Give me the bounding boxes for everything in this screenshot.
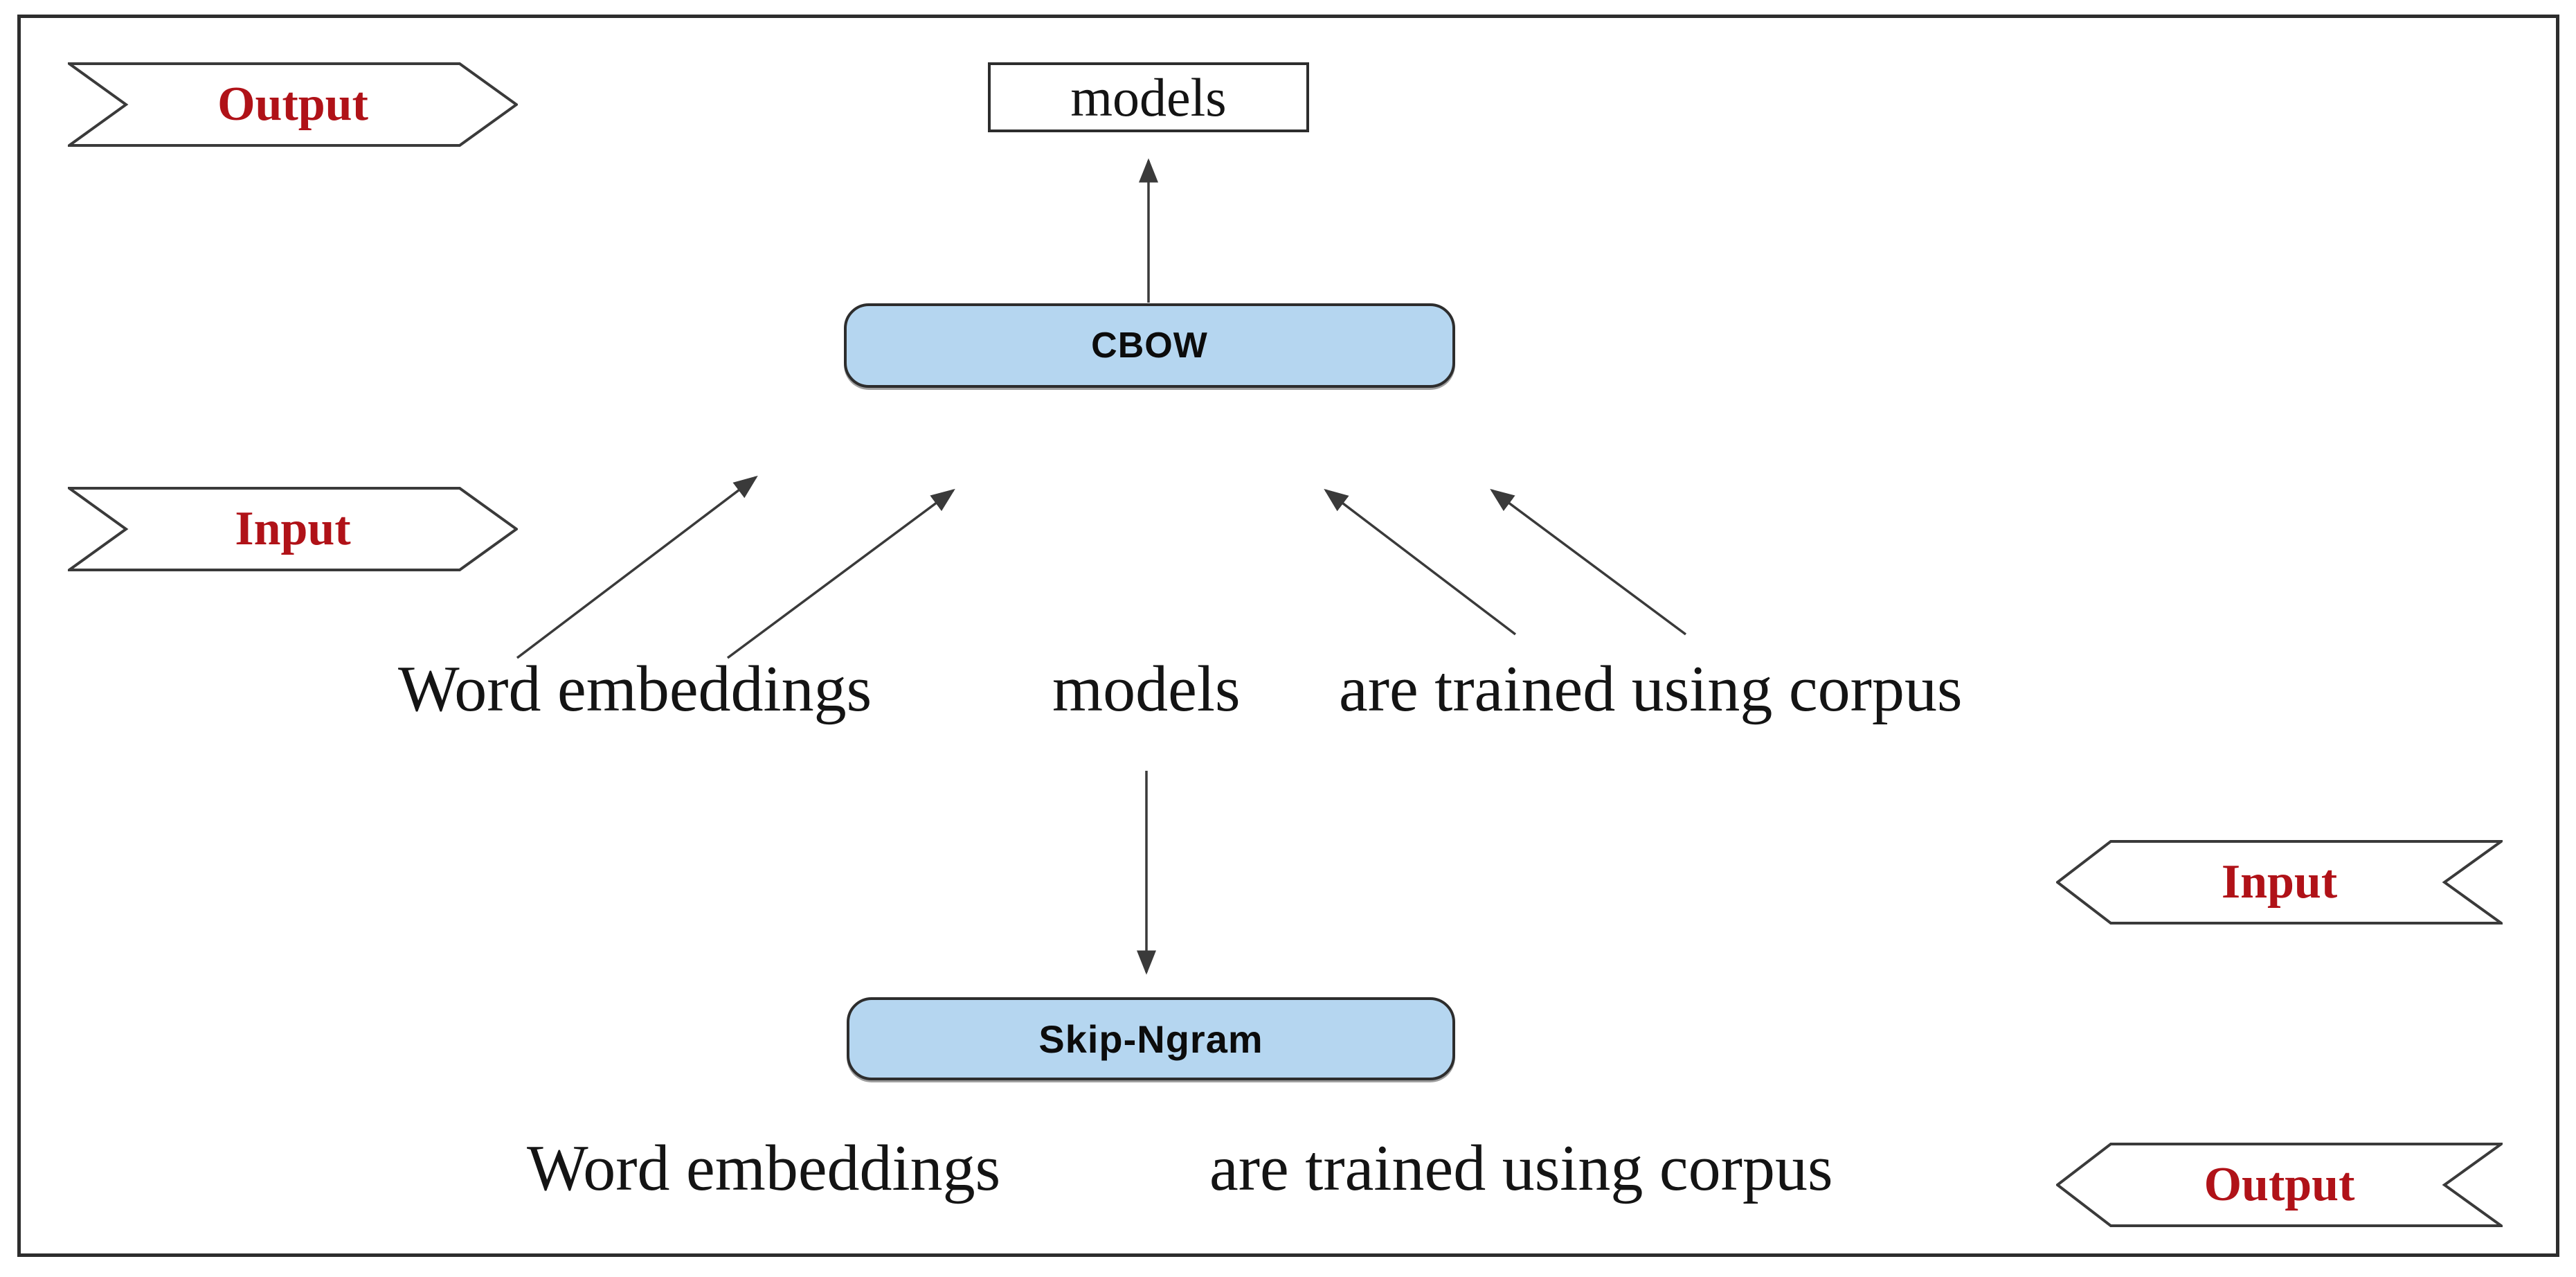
banner-right-arrow-shape: [68, 62, 518, 147]
banner-label-input: Input: [2221, 855, 2338, 909]
banner-label-output: Output: [2204, 1158, 2355, 1211]
banner-left-arrow-shape: [2056, 840, 2503, 925]
node-skip-ngram: Skip-Ngram: [847, 997, 1455, 1080]
banner-output-top-left: Output: [68, 62, 518, 147]
banner-output-bottom-right: Output: [2056, 1143, 2503, 1227]
banner-input-right: Input: [2056, 840, 2503, 925]
node-skip-ngram-label: Skip-Ngram: [1038, 1017, 1263, 1061]
node-cbow: CBOW: [844, 303, 1455, 388]
top-sentence-are-trained-using-corpus: are trained using corpus: [1339, 653, 1963, 725]
diagram-frame: [17, 15, 2559, 1257]
banner-label-output: Output: [217, 78, 368, 131]
banner-left-arrow-shape: [2056, 1143, 2503, 1227]
bottom-sentence-word-embeddings: Word embeddings: [527, 1132, 1001, 1204]
node-models-label: models: [1070, 66, 1227, 127]
banner-outline: [68, 487, 518, 571]
banner-input-mid-left: Input: [68, 487, 518, 571]
banner-outline: [68, 62, 518, 147]
node-models-output-box: models: [988, 62, 1309, 132]
bottom-sentence-are-trained-using-corpus: are trained using corpus: [1209, 1132, 1833, 1204]
banner-outline: [2056, 1143, 2503, 1227]
top-sentence-models: models: [1052, 653, 1241, 725]
banner-outline: [2056, 840, 2503, 925]
banner-label-input: Input: [235, 502, 351, 555]
node-cbow-label: CBOW: [1091, 325, 1208, 366]
banner-right-arrow-shape: [68, 487, 518, 571]
top-sentence-word-embeddings: Word embeddings: [398, 653, 872, 725]
